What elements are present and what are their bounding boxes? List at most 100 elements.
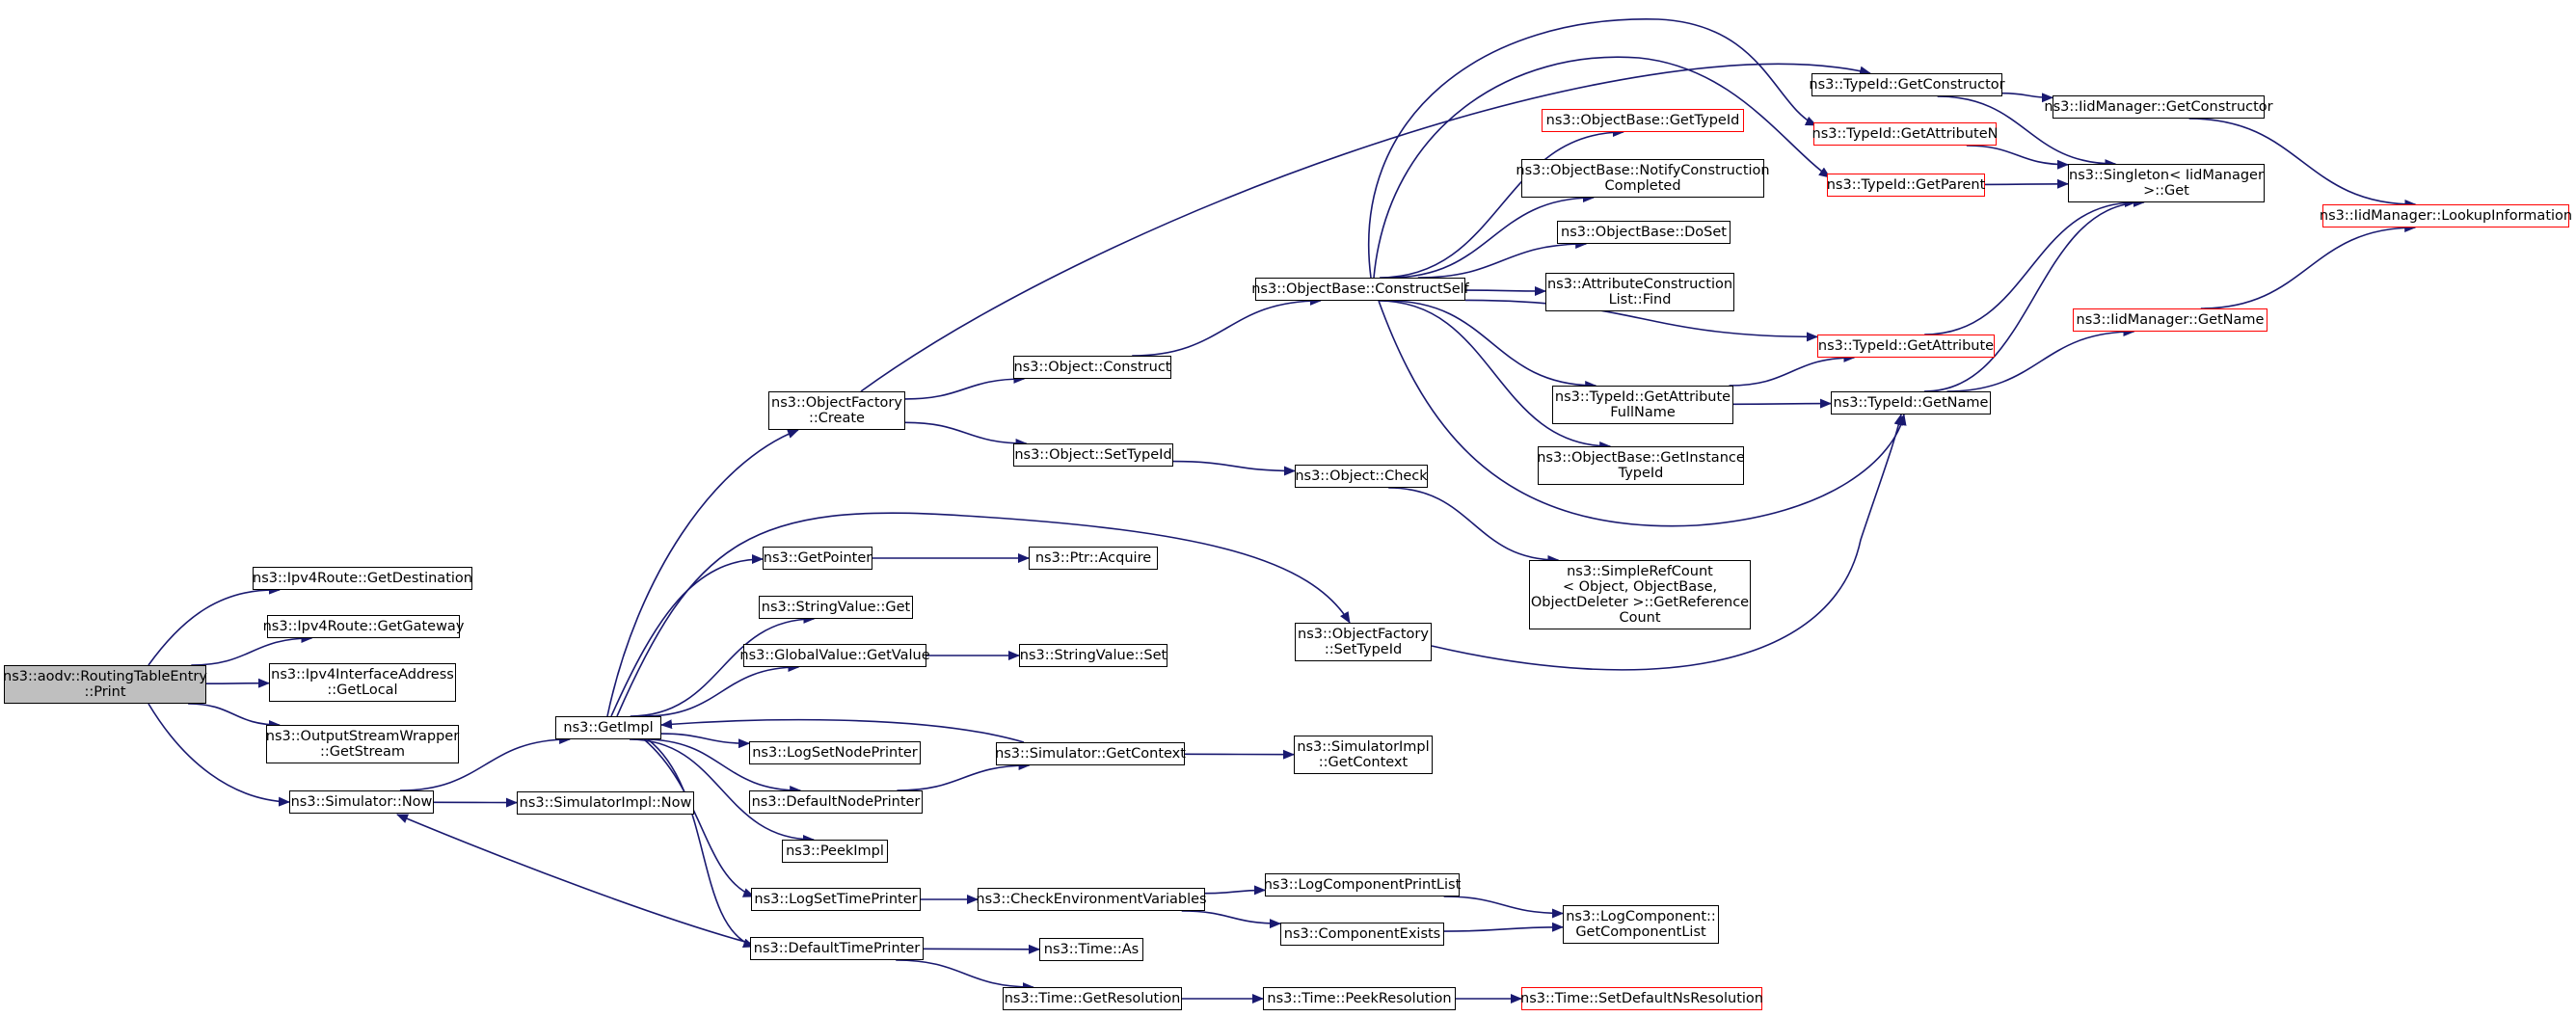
node-time-getresolution[interactable]: ns3::Time::GetResolution — [1003, 987, 1182, 1010]
edge-defaulttimeprinter-to-time-getresolution — [896, 959, 1034, 992]
edge-object-check-to-simplerefcount-getreferencecount — [1388, 487, 1560, 565]
edge-typeid-getconstructor-to-singleton-get — [1937, 95, 2117, 169]
node-logcomponent-getcomponentlist[interactable]: ns3::LogComponent:: GetComponentList — [1563, 905, 1719, 944]
node-typeid-getname[interactable]: ns3::TypeId::GetName — [1831, 391, 1991, 415]
node-objectbase-gettypeid[interactable]: ns3::ObjectBase::GetTypeId — [1542, 109, 1744, 132]
edge-objectfactory-settypeid-to-typeid-getname — [1431, 414, 1904, 671]
edge-objectbase-constructself-to-objectbase-gettypeid — [1380, 127, 1624, 279]
edge-typeid-getconstructor-to-iidmanager-getconstructor — [2001, 92, 2053, 103]
node-objectbase-notifyconstructioncompleted[interactable]: ns3::ObjectBase::NotifyConstruction Comp… — [1516, 159, 1770, 198]
edge-defaulttimeprinter-to-simulator-now — [396, 814, 772, 950]
node-time-as[interactable]: ns3::Time::As — [1039, 938, 1143, 961]
node-ptr-acquire[interactable]: ns3::Ptr::Acquire — [1029, 547, 1158, 570]
edge-getimpl-to-defaultnodeprinter — [643, 738, 802, 795]
node-object-settypeid[interactable]: ns3::Object::SetTypeId — [1013, 443, 1173, 467]
edge-checkenvvars-to-componentexists — [1181, 910, 1281, 929]
node-iidmanager-getname[interactable]: ns3::IidManager::GetName — [2073, 308, 2267, 332]
node-iidmanager-lookupinformation[interactable]: ns3::IidManager::LookupInformation — [2320, 204, 2572, 227]
edge-objectfactory-create-to-object-construct — [904, 374, 1026, 400]
node-typeid-getconstructor[interactable]: ns3::TypeId::GetConstructor — [1809, 73, 2005, 96]
node-typeid-getattribute[interactable]: ns3::TypeId::GetAttribute — [1817, 335, 1995, 358]
node-getpointer[interactable]: ns3::GetPointer — [763, 547, 872, 570]
edge-getimpl-to-getpointer — [610, 554, 764, 717]
node-objectbase-doset[interactable]: ns3::ObjectBase::DoSet — [1557, 221, 1731, 244]
node-attributeconstructionlist-find[interactable]: ns3::AttributeConstruction List::Find — [1545, 273, 1734, 311]
node-iidmanager-getconstructor[interactable]: ns3::IidManager::GetConstructor — [2044, 95, 2273, 119]
node-typeid-getparent[interactable]: ns3::TypeId::GetParent — [1827, 174, 1985, 197]
edge-objectbase-constructself-to-objectbase-doset — [1417, 239, 1588, 279]
edge-objectbase-constructself-to-typeid-getname — [1378, 300, 1907, 527]
edge-root-to-ipv4route-getdestination — [148, 584, 281, 666]
edge-objectfactory-create-to-object-settypeid — [904, 421, 1028, 448]
node-objectfactory-settypeid[interactable]: ns3::ObjectFactory ::SetTypeId — [1295, 623, 1432, 661]
edge-getimpl-to-peekimpl — [629, 738, 815, 844]
node-globalvalue-getvalue[interactable]: ns3::GlobalValue::GetValue — [739, 644, 930, 667]
edge-getimpl-to-defaulttimeprinter — [647, 738, 755, 949]
edge-objectbase-constructself-to-typeid-getattributen — [1368, 18, 1817, 279]
node-ipv4route-getdestination[interactable]: ns3::Ipv4Route::GetDestination — [253, 567, 472, 590]
edge-typeid-getname-to-iidmanager-getname — [1946, 327, 2135, 392]
edge-getimpl-to-objectfactory-create — [606, 429, 799, 717]
node-stringvalue-get[interactable]: ns3::StringValue::Get — [759, 596, 913, 619]
edge-root-to-ipv4route-getgateway — [191, 633, 313, 666]
node-ipv4ifaddr-getlocal[interactable]: ns3::Ipv4InterfaceAddress ::GetLocal — [269, 663, 456, 702]
node-typeid-getattributefullname[interactable]: ns3::TypeId::GetAttribute FullName — [1552, 386, 1733, 424]
node-defaulttimeprinter[interactable]: ns3::DefaultTimePrinter — [750, 937, 924, 960]
edge-root-to-ipv4ifaddr-getlocal — [205, 678, 270, 688]
edge-root-to-simulator-now — [148, 703, 290, 807]
edge-objectbase-constructself-to-objectbase-getinstancetypeid — [1379, 300, 1612, 451]
node-object-check[interactable]: ns3::Object::Check — [1295, 465, 1428, 488]
node-simulatorimpl-now[interactable]: ns3::SimulatorImpl::Now — [517, 791, 694, 815]
node-logsettimeprinter[interactable]: ns3::LogSetTimePrinter — [751, 888, 921, 911]
node-time-setdefaultnsresolution[interactable]: ns3::Time::SetDefaultNsResolution — [1520, 987, 1763, 1010]
edge-getimpl-to-stringvalue-get — [630, 614, 816, 717]
edge-simulator-getcontext-to-getimpl — [660, 718, 1025, 743]
node-peekimpl[interactable]: ns3::PeekImpl — [782, 840, 888, 863]
edge-typeid-getparent-to-singleton-get — [1984, 178, 2069, 189]
node-logsetnodeprinter[interactable]: ns3::LogSetNodePrinter — [749, 741, 921, 764]
edge-typeid-getattributefullname-to-typeid-getname — [1732, 398, 1832, 409]
node-simulatorimpl-getcontext[interactable]: ns3::SimulatorImpl ::GetContext — [1294, 736, 1433, 774]
edge-getimpl-to-logsetnodeprinter — [660, 733, 750, 749]
edge-typeid-getattributen-to-singleton-get — [1966, 145, 2069, 170]
edge-getimpl-to-logsettimeprinter — [643, 738, 755, 897]
edge-root-to-osw-getstream — [188, 703, 281, 730]
node-logcomponentprintlist[interactable]: ns3::LogComponentPrintList — [1264, 873, 1461, 897]
node-objectbase-constructself[interactable]: ns3::ObjectBase::ConstructSelf — [1251, 278, 1469, 301]
edge-typeid-getattribute-to-singleton-get — [1924, 198, 2136, 335]
edge-objectbase-constructself-to-typeid-getparent — [1373, 56, 1831, 279]
node-ipv4route-getgateway[interactable]: ns3::Ipv4Route::GetGateway — [263, 615, 464, 638]
node-root: ns3::aodv::RoutingTableEntry ::Print — [3, 665, 207, 704]
edge-logcomponentprintlist-to-logcomponent-getcomponentlist — [1443, 896, 1564, 919]
node-simplerefcount-getreferencecount[interactable]: ns3::SimpleRefCount < Object, ObjectBase… — [1529, 560, 1751, 629]
edge-getimpl-to-globalvalue-getvalue — [644, 662, 800, 717]
node-simulator-getcontext[interactable]: ns3::Simulator::GetContext — [995, 742, 1186, 765]
node-getimpl[interactable]: ns3::GetImpl — [555, 716, 661, 739]
edge-object-settypeid-to-object-check — [1172, 460, 1296, 476]
node-objectbase-getinstancetypeid[interactable]: ns3::ObjectBase::GetInstance TypeId — [1537, 446, 1745, 485]
node-componentexists[interactable]: ns3::ComponentExists — [1280, 923, 1444, 946]
edge-objectfactory-create-to-typeid-getconstructor — [860, 63, 1871, 392]
edge-typeid-getattributefullname-to-typeid-getattribute — [1729, 353, 1856, 387]
node-osw-getstream[interactable]: ns3::OutputStreamWrapper ::GetStream — [266, 725, 459, 763]
node-object-construct[interactable]: ns3::Object::Construct — [1013, 356, 1171, 379]
edge-objectbase-constructself-to-attributeconstructionlist-find — [1464, 285, 1546, 296]
node-simulator-now[interactable]: ns3::Simulator::Now — [289, 790, 434, 814]
node-objectfactory-create[interactable]: ns3::ObjectFactory ::Create — [768, 391, 905, 430]
node-checkenvvars[interactable]: ns3::CheckEnvironmentVariables — [976, 888, 1207, 911]
node-singleton-get[interactable]: ns3::Singleton< IidManager >::Get — [2068, 164, 2265, 202]
node-stringvalue-set[interactable]: ns3::StringValue::Set — [1019, 644, 1167, 667]
edge-typeid-getname-to-singleton-get — [1923, 198, 2145, 392]
edge-objectbase-constructself-to-objectbase-notifyconstructioncompleted — [1389, 193, 1595, 279]
node-defaultnodeprinter[interactable]: ns3::DefaultNodePrinter — [749, 790, 923, 814]
edge-defaulttimeprinter-to-time-as — [923, 944, 1040, 954]
node-time-peekresolution[interactable]: ns3::Time::PeekResolution — [1263, 987, 1456, 1010]
edge-iidmanager-getconstructor-to-iidmanager-lookupinformation — [2188, 118, 2417, 209]
edge-defaultnodeprinter-to-simulator-getcontext — [897, 761, 1031, 791]
edge-componentexists-to-logcomponent-getcomponentlist — [1443, 922, 1564, 932]
node-typeid-getattributen[interactable]: ns3::TypeId::GetAttributeN — [1812, 122, 1999, 146]
edge-objectbase-constructself-to-typeid-getattribute — [1464, 299, 1818, 342]
edge-getimpl-to-objectfactory-settypeid — [616, 512, 1351, 717]
